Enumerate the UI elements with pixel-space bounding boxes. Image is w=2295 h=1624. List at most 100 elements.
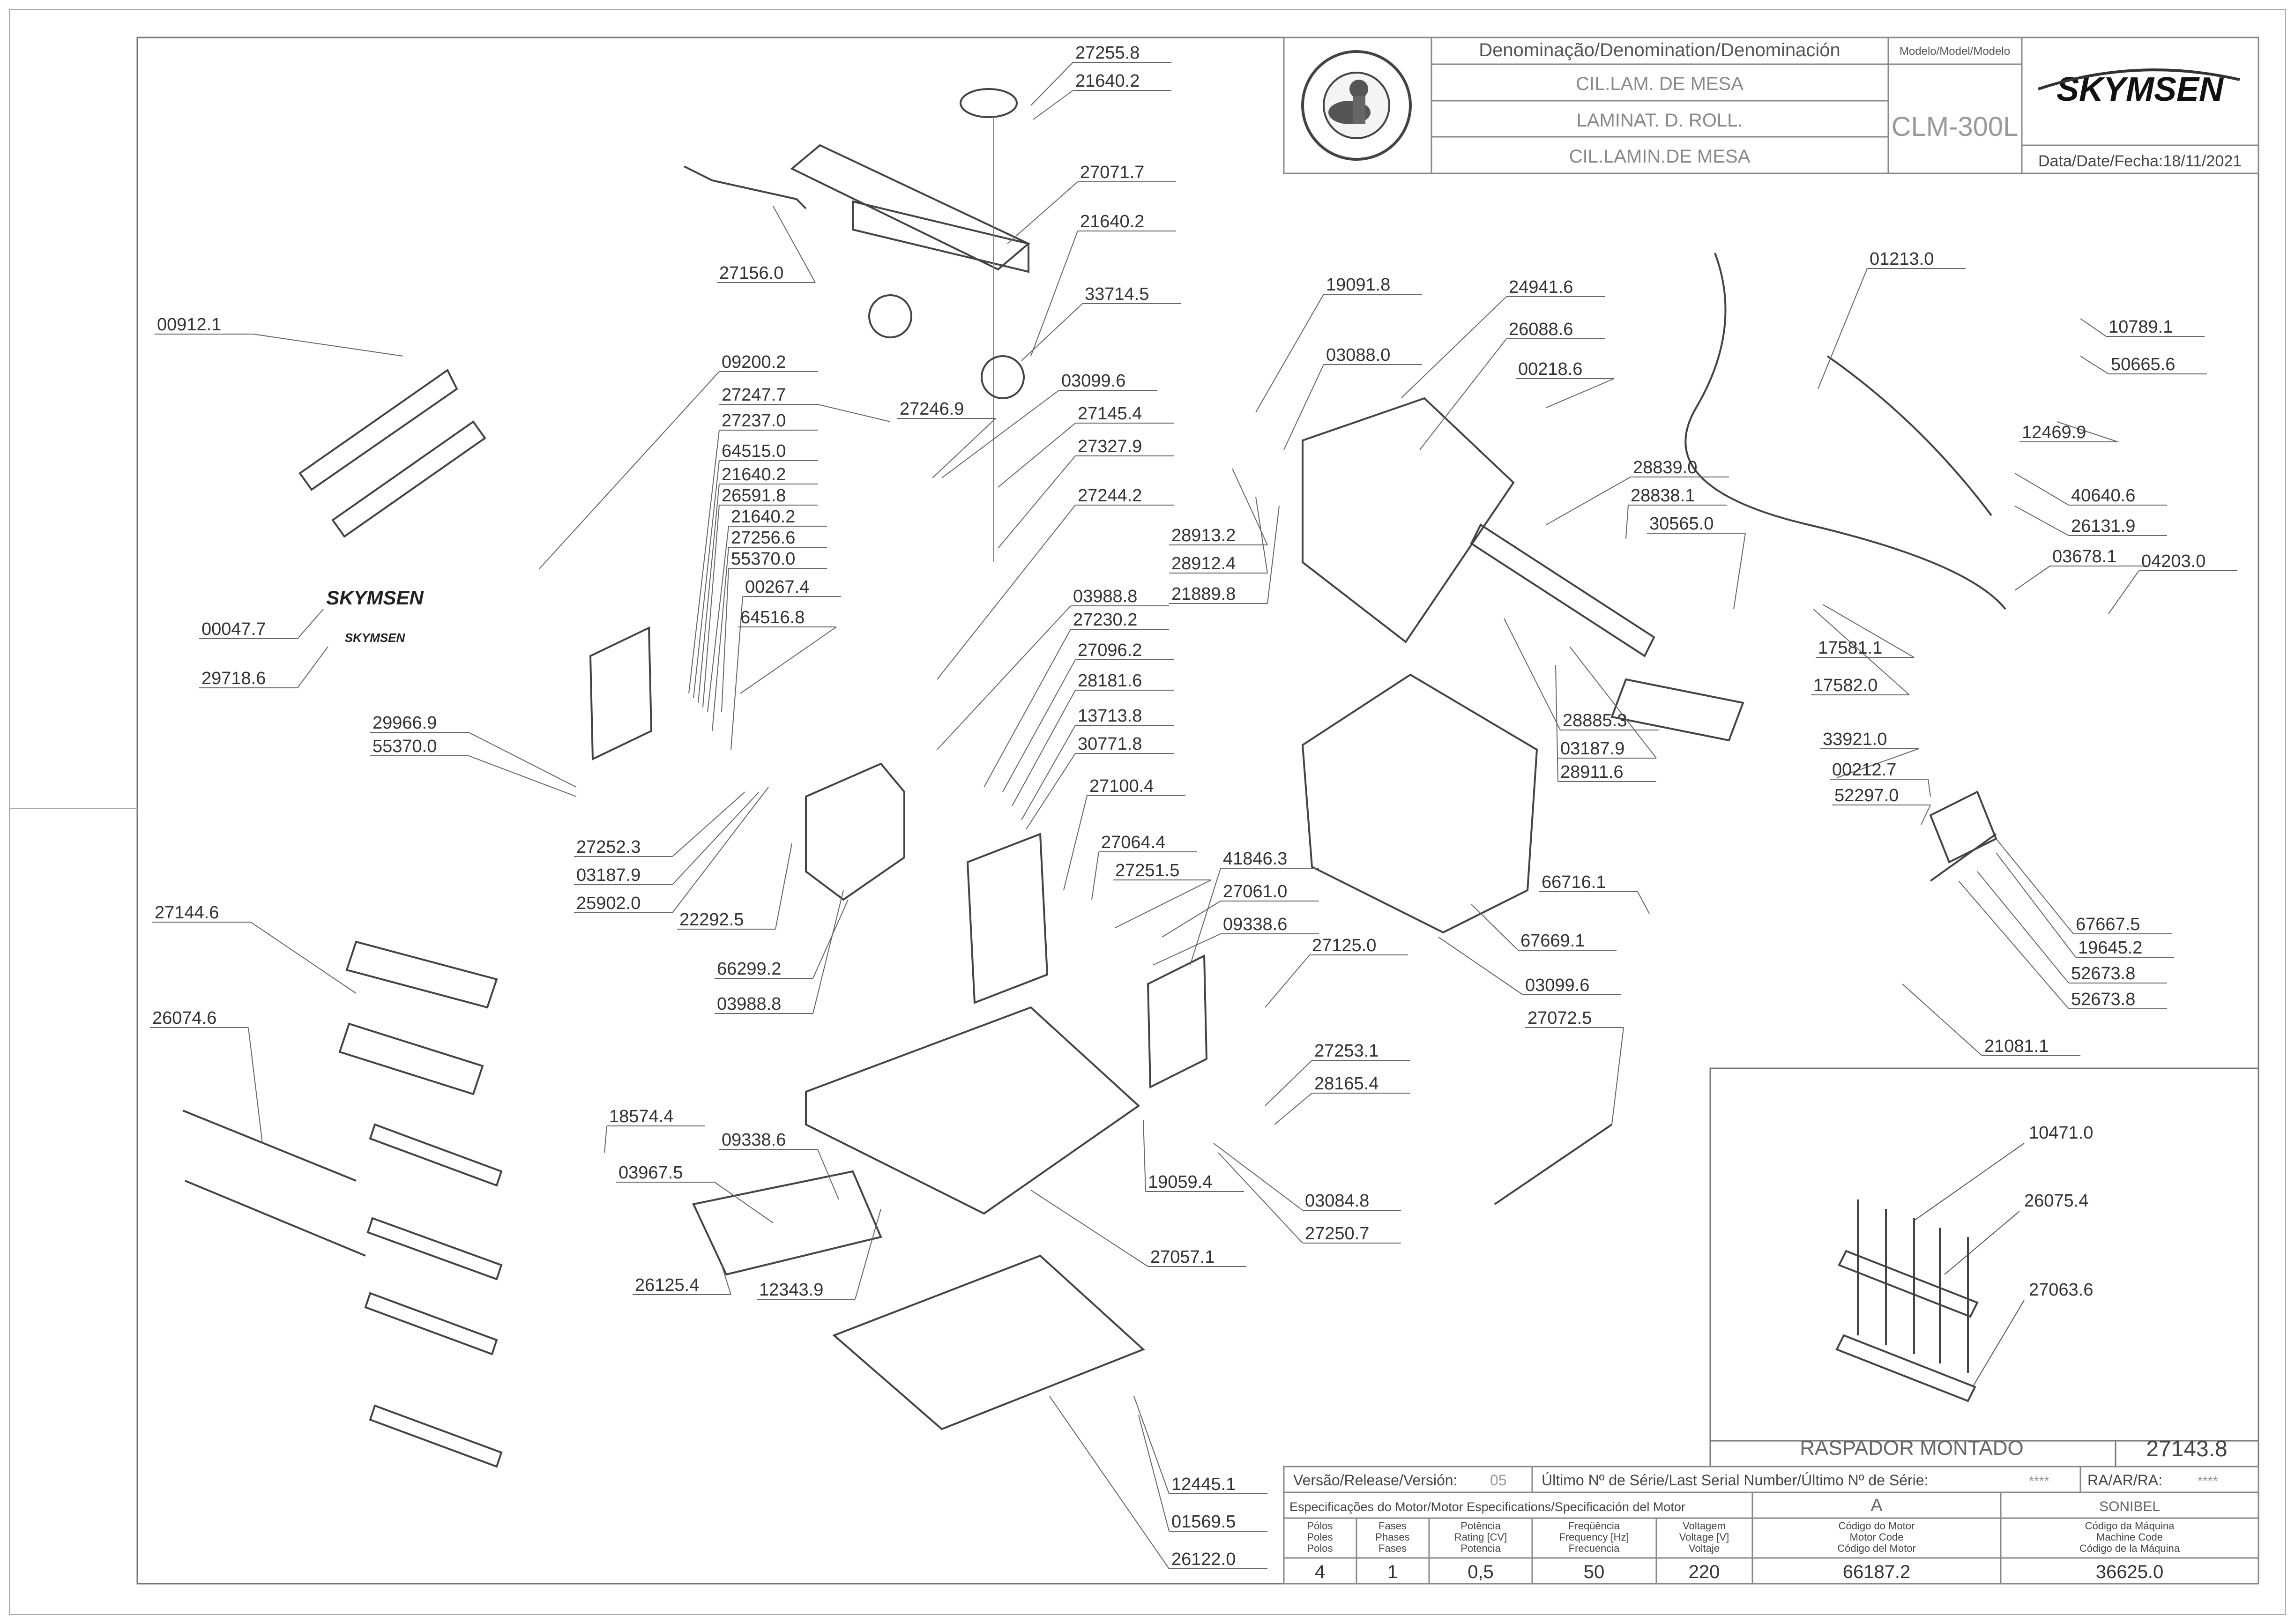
part-number-label: 12343.9	[759, 1280, 823, 1300]
leader-line	[1401, 296, 1507, 399]
version-label: Versão/Release/Versión:	[1293, 1472, 1457, 1489]
part-number-label: 01569.5	[1171, 1512, 1236, 1532]
part-number-label: 00218.6	[1518, 359, 1582, 379]
part-number-label: 28839.0	[1633, 458, 1697, 477]
part-number-label: 09338.6	[1223, 915, 1287, 934]
part-number-label: 27061.0	[1223, 882, 1287, 901]
spec-value: 66187.2	[1843, 1562, 1911, 1582]
leader-line	[250, 922, 357, 994]
part-number-label: 03084.8	[1305, 1191, 1369, 1211]
spec-column-poles: Pólos Poles Polos 4	[1307, 1520, 1333, 1582]
spec-header: Rating [CV]	[1454, 1531, 1507, 1543]
part-number-label: 03099.6	[1061, 371, 1125, 391]
leader-line	[1232, 468, 1268, 545]
part-number-label: 64516.8	[740, 608, 805, 627]
ra-label: RA/AR/RA:	[2087, 1472, 2162, 1489]
part-number-label: 03088.0	[1326, 345, 1390, 365]
leader-line	[1438, 937, 1523, 995]
leader-line	[1255, 294, 1324, 413]
date-field: Data/Date/Fecha:18/11/2021	[2038, 152, 2242, 170]
leader-line	[1030, 1190, 1148, 1267]
part-number-label: 04203.0	[2141, 551, 2206, 571]
serial-label: Último Nº de Série/Last Serial Number/Úl…	[1542, 1472, 1928, 1489]
leader-line	[721, 568, 729, 713]
leader-line	[1283, 364, 1324, 450]
leader-line	[1836, 748, 1919, 778]
part-number-label: 21081.1	[1984, 1036, 2049, 1056]
spec-header: Voltagem	[1683, 1520, 1726, 1532]
leader-line	[1637, 891, 1650, 914]
part-number-label: 27096.2	[1078, 641, 1142, 660]
leader-line	[672, 791, 745, 857]
leader-line	[773, 206, 816, 283]
part-number-label: 18574.4	[609, 1107, 673, 1126]
leader-line	[1921, 805, 1931, 825]
leader-line	[1012, 690, 1076, 806]
leader-line	[1569, 646, 1657, 759]
spec-header: Fases	[1378, 1542, 1407, 1554]
part-number-label: 66716.1	[1542, 872, 1606, 892]
leader-line	[2057, 421, 2118, 442]
leader-line	[1063, 795, 1088, 891]
part-number-label: 33921.0	[1823, 730, 1887, 749]
leader-line	[817, 1149, 839, 1200]
part-number-label: 28912.4	[1171, 554, 1236, 574]
part-number-label: 03187.9	[1560, 739, 1624, 759]
part-number-label: 28165.4	[1314, 1074, 1378, 1094]
part-number-label: 21640.2	[731, 507, 795, 527]
part-number-label: 27255.8	[1075, 43, 1140, 63]
part-number-label: 29966.9	[373, 713, 437, 733]
leader-line	[1818, 268, 1868, 389]
part-number-label: 52673.8	[2071, 990, 2135, 1009]
part-number-label: 27145.4	[1078, 404, 1142, 424]
leader-line	[538, 371, 720, 570]
serial-value: ****	[2029, 1474, 2049, 1488]
part-number-label: 27251.5	[1115, 861, 1179, 880]
title-block	[1283, 37, 2259, 174]
leader-line	[817, 404, 891, 422]
leader-line	[1030, 231, 1078, 357]
spec-column-motor-code: Código do Motor Motor Code Código del Mo…	[1837, 1520, 1916, 1582]
part-number-label: 27246.9	[900, 399, 964, 419]
part-number-label: 09200.2	[722, 352, 786, 372]
leader-line	[1002, 659, 1076, 792]
part-number-label: 28913.2	[1171, 526, 1236, 545]
part-number-label: 10789.1	[2109, 317, 2173, 337]
part-number-label: 50665.6	[2111, 355, 2175, 374]
leader-line	[1255, 496, 1268, 574]
part-number-label: 55370.0	[373, 737, 437, 756]
spec-header: Machine Code	[2096, 1531, 2163, 1543]
spec-header: Potência	[1460, 1520, 1501, 1532]
leader-line	[1813, 609, 1910, 695]
spec-value: 1	[1387, 1562, 1398, 1582]
spec-header: Código da Máquina	[2085, 1520, 2175, 1532]
leader-line	[1274, 1093, 1312, 1125]
leader-line	[855, 1208, 881, 1300]
leader-line	[1030, 62, 1073, 106]
part-number-label: 27071.7	[1080, 163, 1144, 182]
leader-line	[604, 1125, 607, 1153]
leader-line	[1902, 983, 1982, 1056]
spec-header: Polos	[1307, 1542, 1333, 1554]
leader-line	[1996, 838, 2074, 934]
leader-line	[984, 629, 1071, 788]
leader-line	[812, 899, 849, 979]
spec-header: Frecuencia	[1569, 1542, 1620, 1554]
part-number-label: 28911.6	[1560, 762, 1624, 782]
part-number-label: 21640.2	[1075, 71, 1140, 91]
spec-header: Potencia	[1460, 1542, 1501, 1554]
spec-header: Pólos	[1307, 1520, 1333, 1532]
part-number-label: 03988.8	[717, 994, 781, 1014]
part-number-label: 03187.9	[576, 865, 641, 885]
name-en: LAMINAT. D. ROLL.	[1577, 110, 1743, 131]
leader-line	[1218, 1152, 1303, 1244]
part-number-label: 27256.6	[731, 528, 795, 548]
leader-line	[1822, 604, 1915, 658]
spec-header: Frequency [Hz]	[1559, 1531, 1629, 1543]
motor-class: A	[1870, 1496, 1883, 1515]
spec-column-rating: Potência Rating [CV] Potencia 0,5	[1454, 1520, 1507, 1582]
spec-column-frequency: Freqüência Frequency [Hz] Frecuencia 50	[1559, 1520, 1629, 1582]
part-number-label: 03967.5	[618, 1163, 683, 1183]
leader-line	[1033, 90, 1073, 120]
spec-value: 4	[1315, 1562, 1325, 1582]
